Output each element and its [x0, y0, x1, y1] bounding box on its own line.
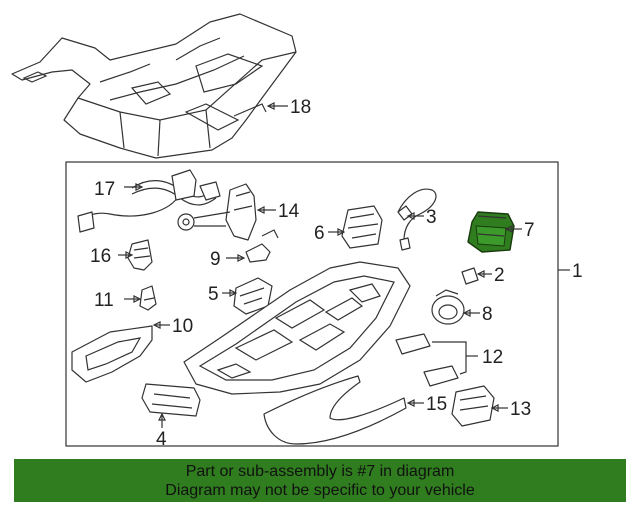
callout-11: 11: [94, 290, 114, 311]
callout-14: 14: [278, 201, 300, 222]
part-16-socket[interactable]: [127, 239, 153, 271]
part-14-lamp-housing[interactable]: [177, 183, 257, 241]
callout-1: 1: [572, 261, 583, 282]
part-17-harness[interactable]: [77, 169, 221, 233]
callout-16: 16: [90, 246, 111, 267]
callout-17: 17: [94, 179, 115, 200]
part-9-clip[interactable]: [245, 229, 279, 263]
part-2-clip[interactable]: [461, 267, 479, 285]
callout-3: 3: [426, 207, 437, 228]
part-7-switch-highlighted[interactable]: [467, 211, 515, 253]
info-banner: Part or sub-assembly is #7 in diagram Di…: [14, 459, 626, 502]
callout-9: 9: [210, 249, 221, 270]
assembly-frame: [65, 161, 559, 447]
callout-2: 2: [494, 265, 505, 286]
callout-13: 13: [510, 399, 531, 420]
callout-18: 18: [290, 97, 311, 118]
part-18-bracket[interactable]: [11, 13, 297, 159]
callout-5: 5: [208, 284, 219, 305]
part-13-module[interactable]: [451, 385, 495, 427]
callout-15: 15: [426, 394, 447, 415]
banner-line-1: Part or sub-assembly is #7 in diagram: [185, 463, 455, 480]
part-15-trim[interactable]: [263, 375, 407, 445]
callout-8: 8: [482, 304, 493, 325]
part-11-bulb[interactable]: [139, 285, 157, 311]
callout-10: 10: [172, 316, 193, 337]
part-4-switch-panel[interactable]: [141, 383, 201, 417]
parts-diagram: 18 1 17 14 16 11: [11, 13, 583, 450]
part-10-bezel[interactable]: [71, 325, 153, 383]
callout-6: 6: [314, 223, 325, 244]
console-housing: [183, 261, 411, 395]
banner-line-2: Diagram may not be specific to your vehi…: [165, 482, 475, 499]
part-12-buttons[interactable]: [395, 333, 459, 387]
callout-7: 7: [524, 220, 535, 241]
part-8-lamp[interactable]: [431, 289, 465, 325]
callout-12: 12: [482, 347, 503, 368]
part-6-switch[interactable]: [341, 205, 383, 249]
callout-4: 4: [156, 429, 167, 450]
